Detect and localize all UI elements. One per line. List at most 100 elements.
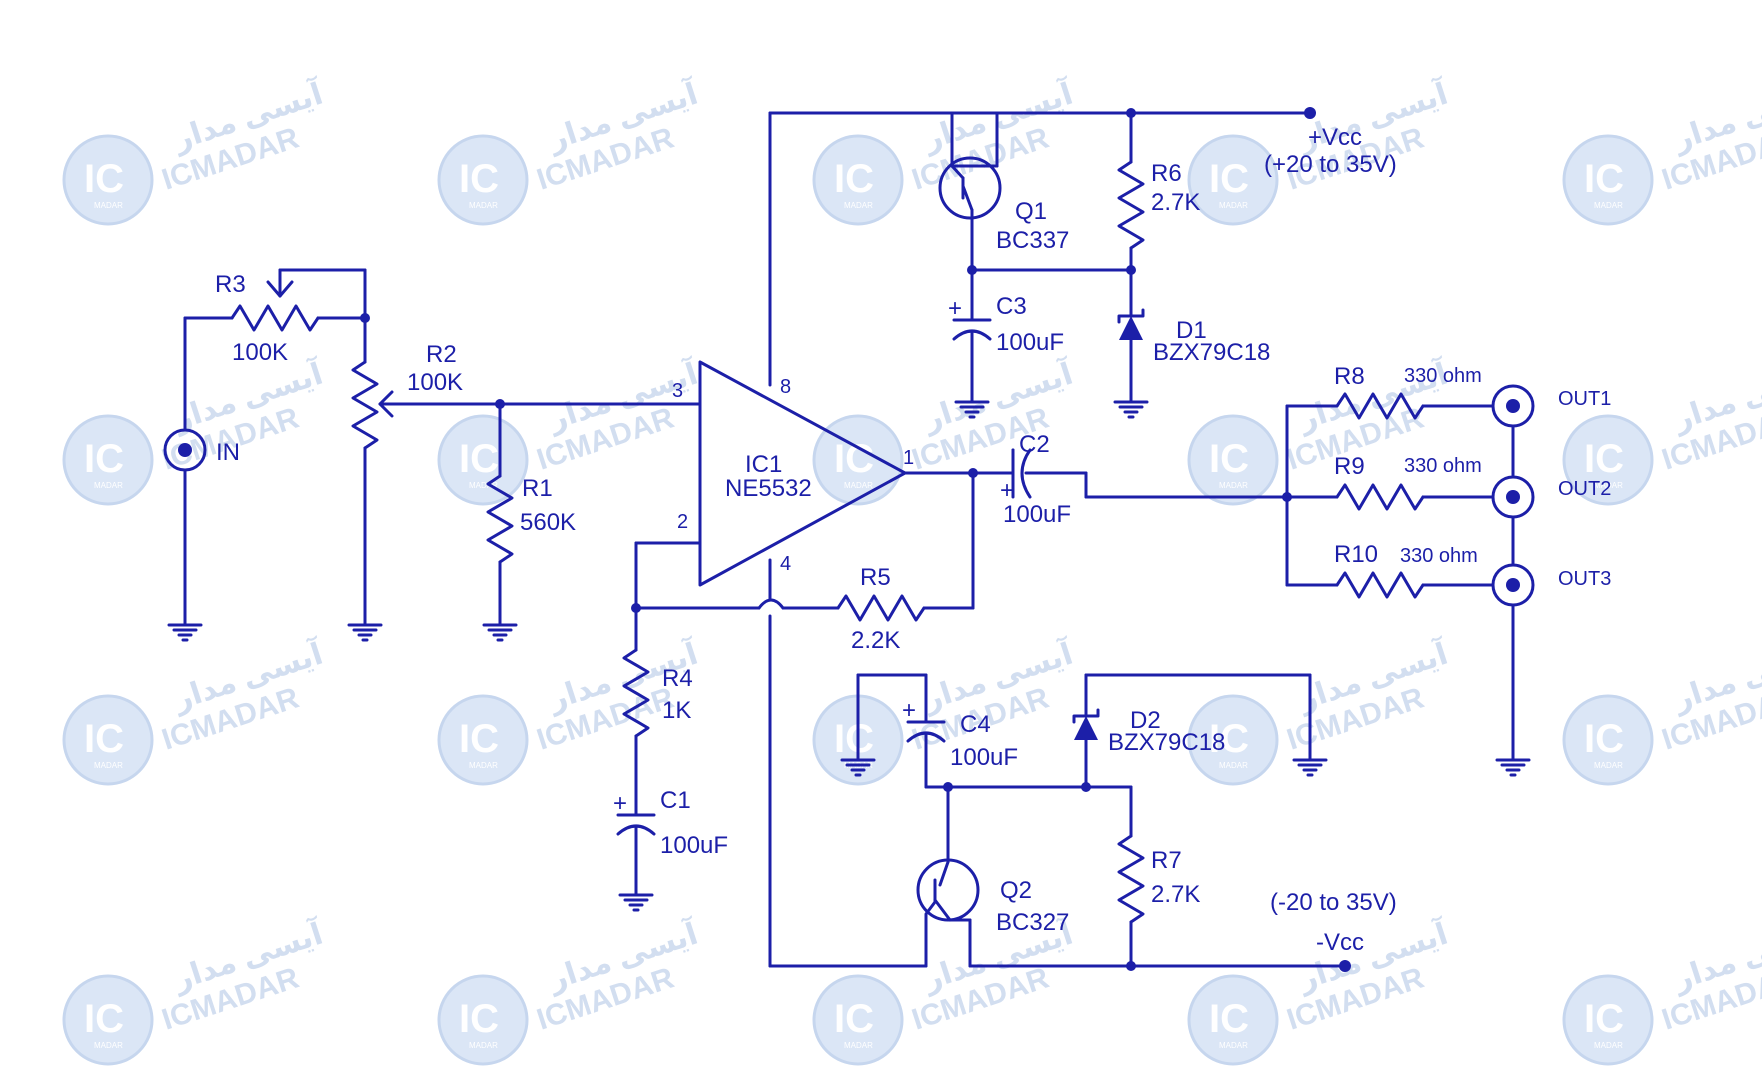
c4-value: 100uF <box>950 744 1018 771</box>
svg-text:MADAR: MADAR <box>94 201 123 210</box>
r9-name: R9 <box>1334 453 1365 480</box>
svg-text:IC: IC <box>459 717 499 761</box>
ground-icon <box>1113 400 1149 419</box>
r2-value: 100K <box>407 369 463 396</box>
c4-name: C4 <box>960 711 991 738</box>
ground-symbols <box>167 400 1531 912</box>
ic1-name: IC1 <box>745 451 782 478</box>
svg-text:MADAR: MADAR <box>469 1041 498 1050</box>
svg-text:IC: IC <box>834 717 874 761</box>
r2-name: R2 <box>426 341 457 368</box>
svg-text:MADAR: MADAR <box>94 1041 123 1050</box>
out2-label: OUT2 <box>1558 478 1611 500</box>
r1-name: R1 <box>522 475 553 502</box>
svg-text:MADAR: MADAR <box>1594 1041 1623 1050</box>
ground-icon <box>1495 758 1531 777</box>
svg-text:IC: IC <box>1584 437 1624 481</box>
positive-regulator: Q1 BC337 R6 2.7K + C3 100uF D1 BZX79C18 … <box>938 107 1397 404</box>
r5-name: R5 <box>860 564 891 591</box>
r8-value: 330 ohm <box>1404 365 1482 387</box>
r4-value: 1K <box>662 697 691 724</box>
svg-text:MADAR: MADAR <box>1594 201 1623 210</box>
r10-name: R10 <box>1334 541 1378 568</box>
r9-value: 330 ohm <box>1404 455 1482 477</box>
vcc-pos-label: +Vcc <box>1308 124 1362 151</box>
ground-icon <box>1292 758 1328 777</box>
svg-text:MADAR: MADAR <box>844 481 873 490</box>
ground-icon <box>954 400 990 419</box>
svg-text:IC: IC <box>84 437 124 481</box>
c3-value: 100uF <box>996 329 1064 356</box>
pin-3-label: 3 <box>672 380 683 402</box>
vcc-neg-range: (-20 to 35V) <box>1270 889 1397 916</box>
ground-icon <box>618 893 654 912</box>
svg-text:IC: IC <box>1209 157 1249 201</box>
ground-icon <box>167 623 203 642</box>
svg-text:IC: IC <box>1584 717 1624 761</box>
r4-name: R4 <box>662 665 693 692</box>
svg-text:IC: IC <box>459 157 499 201</box>
svg-text:MADAR: MADAR <box>844 201 873 210</box>
svg-text:MADAR: MADAR <box>1219 201 1248 210</box>
ground-icon <box>840 758 876 777</box>
c2-plus: + <box>1000 477 1014 504</box>
c3-plus: + <box>948 295 962 322</box>
out3-label: OUT3 <box>1558 568 1611 590</box>
r10-value: 330 ohm <box>1400 545 1478 567</box>
svg-text:IC: IC <box>834 157 874 201</box>
opamp-ic1: IC1 NE5532 3 2 8 4 1 R5 2.2K R4 1K + C1 … <box>613 111 1015 968</box>
svg-text:MADAR: MADAR <box>94 761 123 770</box>
c4-plus: + <box>902 697 916 724</box>
in-label: IN <box>216 439 240 466</box>
d1-name: D1 <box>1176 317 1207 344</box>
r6-name: R6 <box>1151 160 1182 187</box>
svg-text:IC: IC <box>834 437 874 481</box>
r7-name: R7 <box>1151 847 1182 874</box>
c2-name: C2 <box>1019 431 1050 458</box>
r6-value: 2.7K <box>1151 189 1200 216</box>
svg-text:IC: IC <box>84 717 124 761</box>
negative-regulator: + C4 100uF D2 BZX79C18 Q2 BC327 R7 2.7K <box>856 673 1397 972</box>
svg-text:IC: IC <box>459 437 499 481</box>
input-section: IN R3 100K R2 100K R1 560K <box>163 268 702 627</box>
svg-text:IC: IC <box>1209 717 1249 761</box>
vcc-neg-label: -Vcc <box>1316 929 1364 956</box>
r3-value: 100K <box>232 339 288 366</box>
svg-text:MADAR: MADAR <box>1594 481 1623 490</box>
pin-1-label: 1 <box>903 447 914 469</box>
svg-text:MADAR: MADAR <box>469 761 498 770</box>
svg-text:MADAR: MADAR <box>94 481 123 490</box>
svg-text:MADAR: MADAR <box>1594 761 1623 770</box>
ground-icon <box>482 623 518 642</box>
q1-part: BC337 <box>996 227 1069 254</box>
c2-value: 100uF <box>1003 501 1071 528</box>
pin-2-label: 2 <box>677 511 688 533</box>
ic1-part: NE5532 <box>725 475 812 502</box>
svg-text:IC: IC <box>1584 997 1624 1041</box>
r5-value: 2.2K <box>851 627 900 654</box>
pin-4-label: 4 <box>780 553 791 575</box>
svg-text:MADAR: MADAR <box>469 201 498 210</box>
svg-text:IC: IC <box>459 997 499 1041</box>
svg-text:MADAR: MADAR <box>1219 761 1248 770</box>
q1-name: Q1 <box>1015 198 1047 225</box>
c1-value: 100uF <box>660 832 728 859</box>
r1-value: 560K <box>520 509 576 536</box>
d2-name: D2 <box>1130 707 1161 734</box>
d1-part: BZX79C18 <box>1153 339 1270 366</box>
svg-text:IC: IC <box>834 997 874 1041</box>
svg-text:IC: IC <box>1209 437 1249 481</box>
